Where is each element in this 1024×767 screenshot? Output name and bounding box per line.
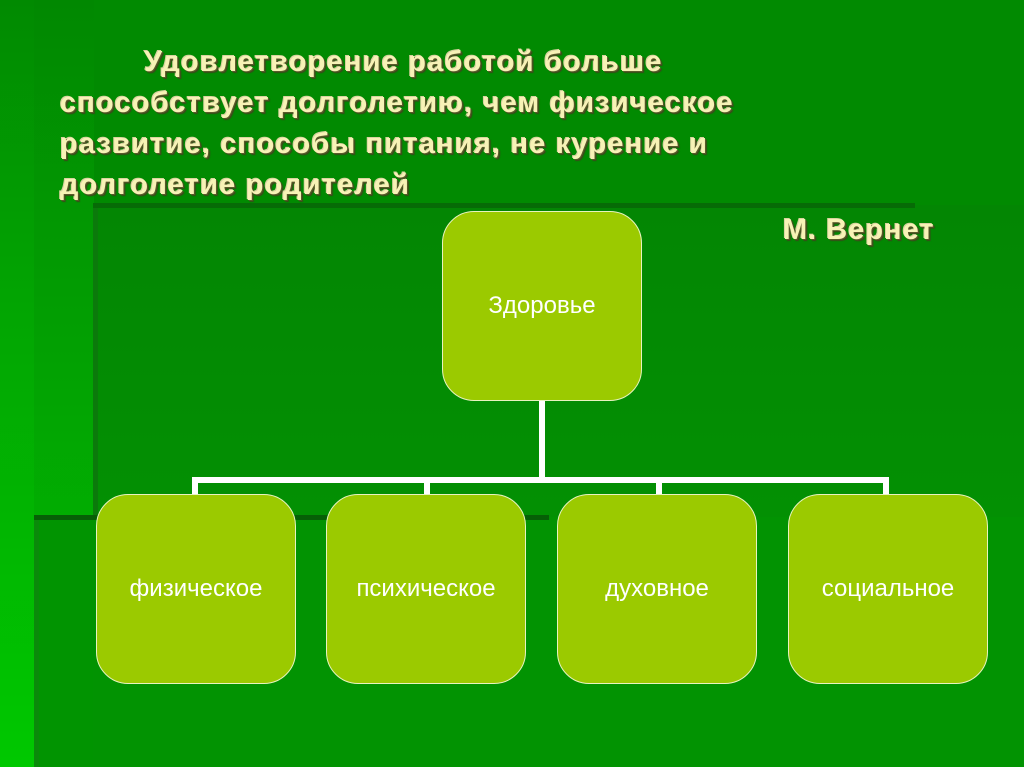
node-physical[interactable]: физическое [96, 494, 296, 684]
quote-line-1: Удовлетворение работой больше [144, 46, 663, 78]
background-main-panel-edge [93, 205, 98, 767]
connector-drop-physical [192, 477, 198, 494]
connector-horizontal-bar [192, 477, 889, 483]
node-mental-label: психическое [356, 575, 496, 602]
node-physical-label: физическое [129, 575, 263, 602]
quote-line-2: способствует долголетию, чем физическое [60, 87, 734, 119]
node-spiritual[interactable]: духовное [557, 494, 757, 684]
node-health-label: Здоровье [488, 292, 596, 319]
quote-author: М. Вернет [783, 214, 935, 246]
node-mental[interactable]: психическое [326, 494, 526, 684]
node-health[interactable]: Здоровье [442, 211, 642, 401]
background-divider-line [93, 203, 915, 208]
node-social-label: социальное [821, 575, 955, 602]
connector-drop-mental [424, 477, 430, 494]
connector-trunk [539, 401, 545, 479]
quote-line-4: долголетие родителей [60, 169, 411, 201]
connector-drop-social [883, 477, 889, 494]
quote-text: Удовлетворение работой больше способству… [60, 42, 940, 206]
background-lower-panel-edge [34, 517, 39, 767]
connector-drop-spiritual [656, 477, 662, 494]
quote-line-3: развитие, способы питания, не курение и [60, 128, 709, 160]
node-social[interactable]: социальное [788, 494, 988, 684]
node-spiritual-label: духовное [605, 575, 709, 602]
background-left-strip [0, 0, 34, 767]
